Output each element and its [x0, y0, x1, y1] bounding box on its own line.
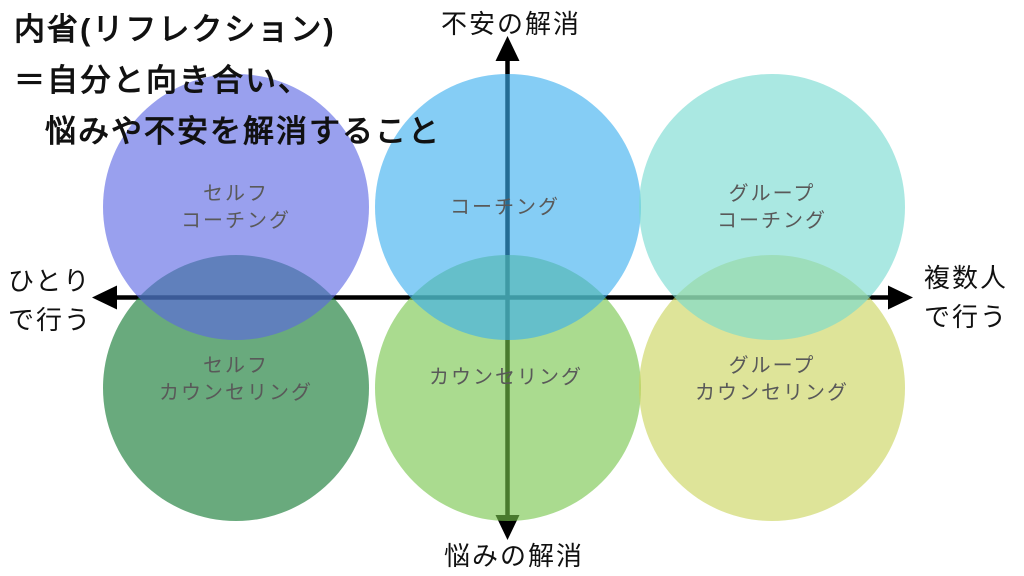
x-axis-left-arrowhead [92, 285, 117, 310]
page-title: 内省(リフレクション) ＝自分と向き合い、 悩みや不安を解消すること [14, 4, 441, 157]
circle-label-line: カウンセリング [429, 366, 583, 389]
circle-group-coaching [639, 74, 905, 340]
circle-label-self-coaching: セルフ コーチング [181, 181, 291, 235]
title-line-3: 悩みや不安を解消すること [45, 114, 441, 149]
axis-label-left: ひとり で行う [8, 262, 92, 340]
circle-label-line: コーチング [181, 210, 291, 232]
circle-label-group-coaching: グループ コーチング [717, 181, 827, 235]
circle-label-group-counseling: グループ カウンセリング [695, 353, 849, 407]
axis-label-right: 複数人 で行う [924, 259, 1008, 337]
x-axis-right-arrowhead [888, 285, 913, 310]
axis-label-left-line-2: で行う [8, 305, 93, 335]
circle-label-counseling: カウンセリング [429, 365, 583, 392]
circle-label-line: セルフ [203, 355, 269, 377]
axis-label-left-line-1: ひとり [8, 266, 92, 296]
circle-label-self-counseling: セルフ カウンセリング [159, 353, 313, 407]
y-axis-bottom-arrowhead [495, 515, 520, 540]
circle-label-line: グループ [728, 183, 816, 205]
axis-label-right-line-2: で行う [924, 302, 1009, 332]
title-line-2: ＝自分と向き合い、 [14, 63, 311, 98]
circle-label-line: カウンセリング [159, 382, 313, 404]
circle-label-line: カウンセリング [695, 382, 849, 404]
circle-coaching [375, 74, 641, 340]
title-line-1: 内省(リフレクション) [14, 12, 336, 47]
y-axis-top-arrowhead [495, 36, 520, 61]
circle-label-line: コーチング [717, 210, 827, 232]
circle-label-line: コーチング [450, 196, 560, 219]
circle-self-coaching [103, 74, 369, 340]
circle-label-coaching: コーチング [450, 195, 560, 222]
circle-label-line: グループ [728, 355, 816, 377]
axis-label-top: 不安の解消 [440, 9, 582, 39]
axis-label-right-line-1: 複数人 [924, 263, 1009, 293]
axis-label-bottom: 悩みの解消 [443, 541, 585, 571]
circle-label-line: セルフ [203, 183, 269, 205]
circles-group [103, 74, 905, 521]
